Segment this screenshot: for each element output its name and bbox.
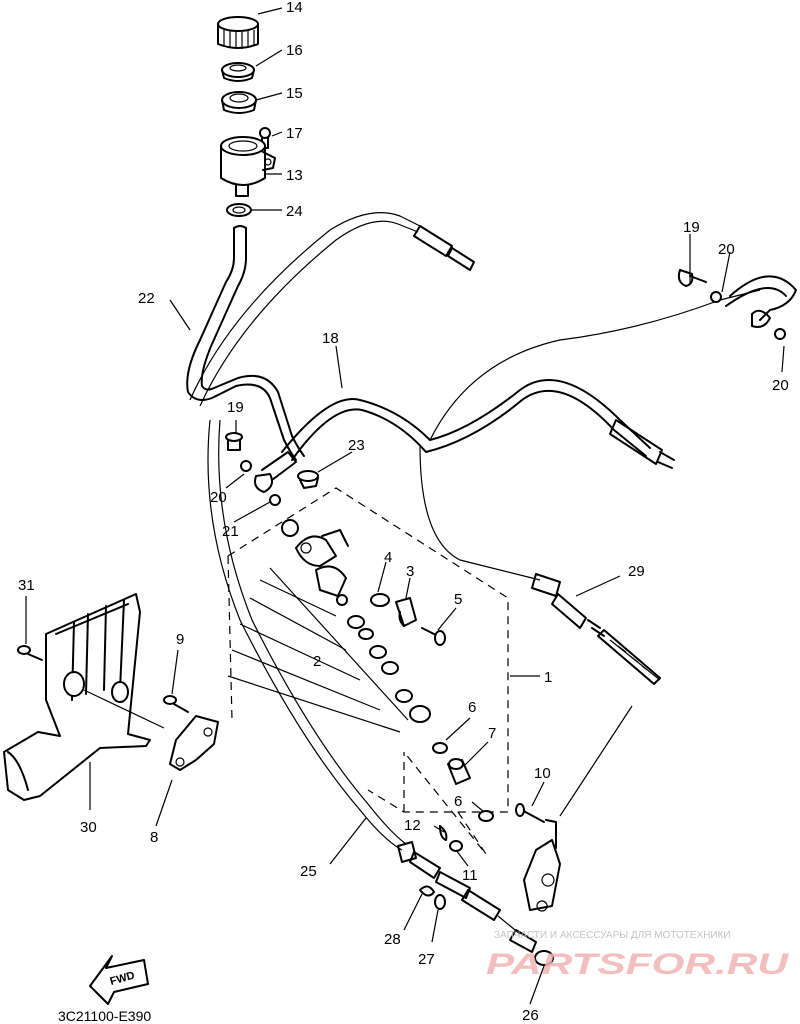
- reservoir-body-part[interactable]: [220, 136, 276, 197]
- diaphragm-part[interactable]: [221, 91, 257, 114]
- o-ring-4-part[interactable]: [370, 593, 390, 607]
- callout-14: 14: [286, 0, 303, 16]
- reservoir-cap-part[interactable]: [217, 16, 259, 49]
- callout-25: 25: [300, 863, 317, 880]
- watermark-logo: PARTSFOR.RU: [486, 948, 790, 981]
- callout-24: 24: [286, 203, 303, 220]
- callout-8: 8: [150, 829, 158, 846]
- brake-pipe-upper-part[interactable]: [189, 212, 475, 407]
- piston-kit-part[interactable]: [227, 567, 431, 733]
- callout-29: 29: [628, 563, 645, 580]
- callout-31: 31: [18, 577, 35, 594]
- callout-26: 26: [522, 1007, 539, 1024]
- callout-16: 16: [286, 42, 303, 59]
- pedal-clevis-part[interactable]: [523, 705, 633, 912]
- callout-3: 3: [406, 563, 414, 580]
- union-fitting-right-part[interactable]: [677, 269, 797, 340]
- bolt-9-part[interactable]: [163, 695, 189, 713]
- callout-20-left: 20: [210, 489, 227, 506]
- screw-5-part[interactable]: [421, 627, 446, 646]
- washer-27-part[interactable]: [434, 894, 446, 910]
- callout-19-left: 19: [227, 399, 244, 416]
- callout-5: 5: [454, 591, 462, 608]
- bracket-8-part[interactable]: [169, 715, 219, 771]
- union-bolt-left-part[interactable]: [225, 432, 297, 506]
- master-cylinder-outline-2: [227, 555, 487, 855]
- callout-22: 22: [138, 290, 155, 307]
- heel-guard-30-part[interactable]: [3, 593, 165, 801]
- callout-4: 4: [384, 549, 392, 566]
- callout-21: 21: [222, 523, 239, 540]
- callout-11: 11: [462, 867, 478, 884]
- cotter-pin-12-part[interactable]: [439, 825, 448, 841]
- callout-9: 9: [176, 631, 184, 648]
- brake-hose-29-part[interactable]: [419, 445, 661, 685]
- callout-13: 13: [286, 167, 303, 184]
- watermark-tagline: ЗАПЧАСТИ И АКСЕССУАРЫ ДЛЯ МОТОТЕХНИКИ: [494, 930, 731, 941]
- hose-clip-part[interactable]: [226, 203, 252, 217]
- fwd-label: FWD: [109, 970, 136, 988]
- brake-hose-upper-part[interactable]: [281, 289, 761, 469]
- brake-hose-25-part[interactable]: [207, 419, 537, 953]
- nut-6-upper-part[interactable]: [432, 742, 448, 754]
- reservoir-hose-part[interactable]: [186, 225, 305, 461]
- fitting-3-part[interactable]: [395, 597, 417, 627]
- callout-27: 27: [418, 951, 435, 968]
- clip-28-part[interactable]: [419, 885, 435, 897]
- hose-clamp-23-part[interactable]: [297, 470, 319, 489]
- callout-30: 30: [80, 819, 97, 836]
- watermark: ЗАПЧАСТИ И АКСЕССУАРЫ ДЛЯ МОТОТЕХНИКИ PA…: [486, 930, 790, 981]
- nut-6-lower-part[interactable]: [478, 810, 494, 822]
- cap-26-part[interactable]: [534, 950, 554, 966]
- callout-19-right: 19: [683, 219, 700, 236]
- callout-7: 7: [488, 725, 496, 742]
- washer-11-part[interactable]: [449, 840, 463, 852]
- callout-15: 15: [286, 85, 303, 102]
- diaphragm-plate-part[interactable]: [221, 62, 255, 82]
- diagram-code: 3C21100-E390: [58, 1008, 151, 1024]
- callout-18: 18: [322, 330, 339, 347]
- callout-6-upper: 6: [468, 699, 476, 716]
- bolt-31-part[interactable]: [17, 645, 43, 661]
- callout-20-right-bottom: 20: [772, 377, 789, 394]
- callout-2: 2: [313, 653, 321, 670]
- callout-6-lower: 6: [454, 793, 462, 810]
- fwd-arrow-icon: FWD: [89, 955, 149, 1005]
- pin-10-part[interactable]: [515, 803, 545, 823]
- callout-20-right-top: 20: [718, 241, 735, 258]
- leader-lines: [25, 7, 785, 1005]
- callout-12: 12: [404, 817, 421, 834]
- callout-23: 23: [348, 437, 365, 454]
- callout-10: 10: [534, 765, 551, 782]
- callout-17: 17: [286, 125, 303, 142]
- callout-labels: 14 16 15 17 13 24 22 18 19 20 20 19 23 2…: [18, 0, 789, 1024]
- master-cylinder-body-part[interactable]: [281, 519, 349, 597]
- callout-1: 1: [544, 669, 552, 686]
- pushrod-7-part[interactable]: [447, 758, 471, 785]
- callout-28: 28: [384, 931, 401, 948]
